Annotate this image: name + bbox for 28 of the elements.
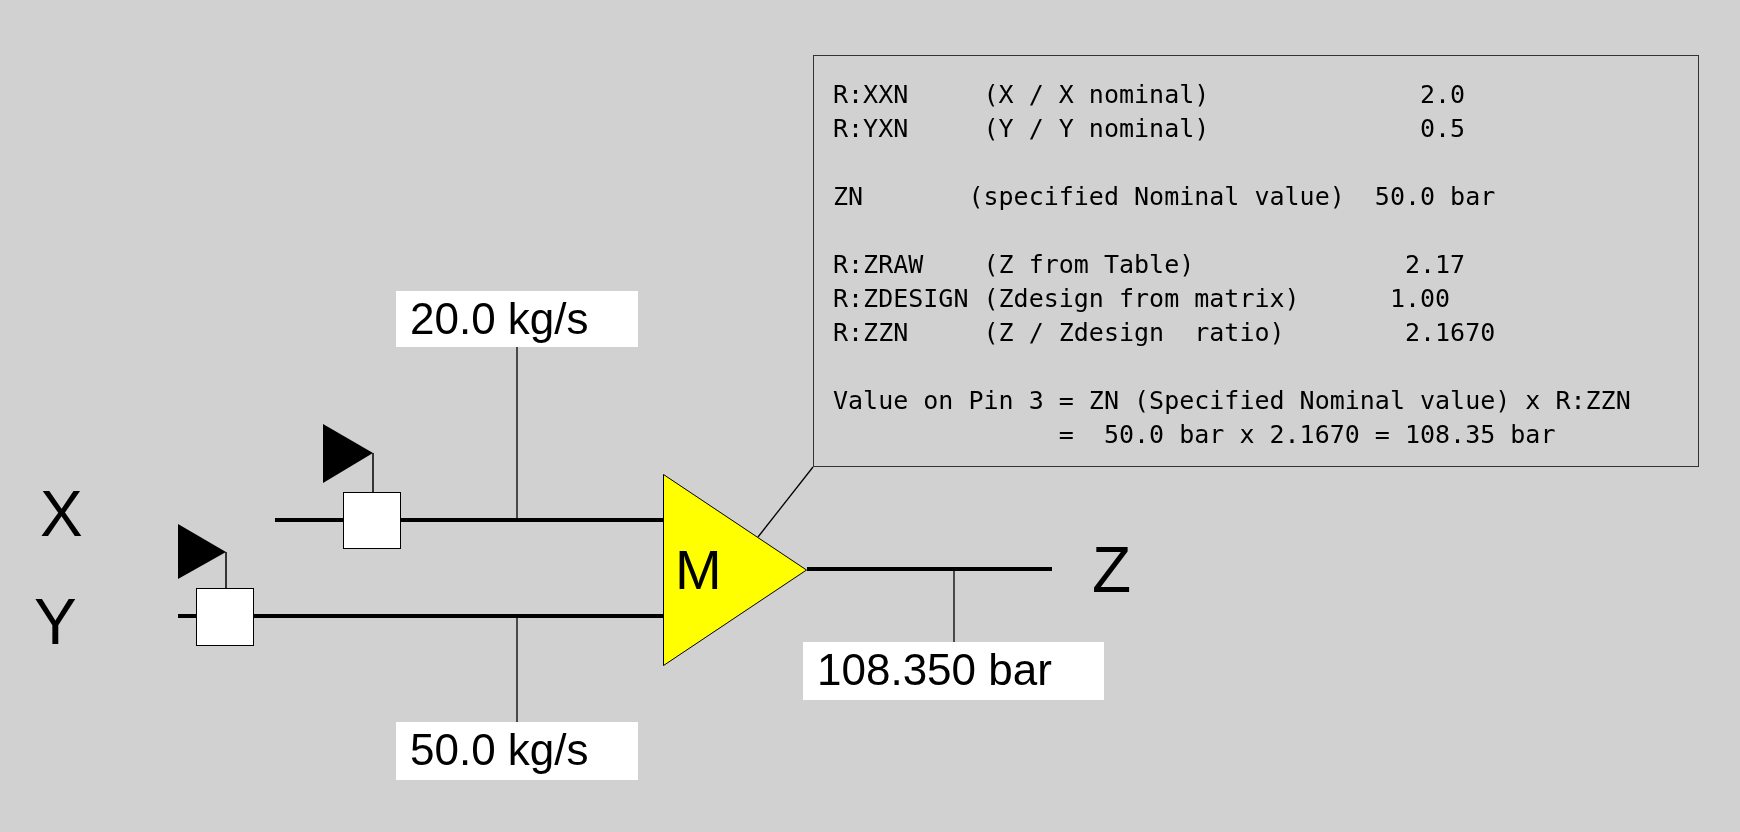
block-label: M <box>675 540 722 600</box>
flow-line <box>275 518 343 522</box>
readout-line: Value on Pin 3 = ZN (Specified Nominal value) x R:ZZN <box>833 385 1631 417</box>
value-tag: 50.0 kg/s <box>396 722 638 780</box>
leader-line <box>516 346 518 521</box>
flow-line <box>401 518 663 522</box>
flow-line <box>254 614 663 618</box>
instrument-box <box>196 588 254 646</box>
info-panel <box>813 55 1699 467</box>
readout-line: R:ZZN (Z / Zdesign ratio) 2.1670 <box>833 317 1496 349</box>
signal-label: X <box>40 482 83 546</box>
leader-line <box>516 615 518 723</box>
readout-line: R:YXN (Y / Y nominal) 0.5 <box>833 113 1466 145</box>
readout-line: R:ZRAW (Z from Table) 2.17 <box>833 249 1466 281</box>
multiplier-triangle <box>663 474 807 666</box>
readout-line: R:XXN (X / X nominal) 2.0 <box>833 79 1466 111</box>
leader-line <box>757 466 814 538</box>
instrument-box <box>343 492 401 549</box>
readout-line: = 50.0 bar x 2.1670 = 108.35 bar <box>1057 419 1556 451</box>
signal-label: Y <box>34 590 77 654</box>
signal-label: Z <box>1092 538 1132 602</box>
leader-line <box>953 568 955 643</box>
readout-line: ZN (specified Nominal value) 50.0 bar <box>833 181 1496 213</box>
value-tag: 108.350 bar <box>803 642 1104 700</box>
value-tag: 20.0 kg/s <box>396 291 638 347</box>
readout-line: R:ZDESIGN (Zdesign from matrix) 1.00 <box>833 283 1451 315</box>
flow-line <box>807 567 1052 571</box>
flow-line <box>178 614 196 618</box>
